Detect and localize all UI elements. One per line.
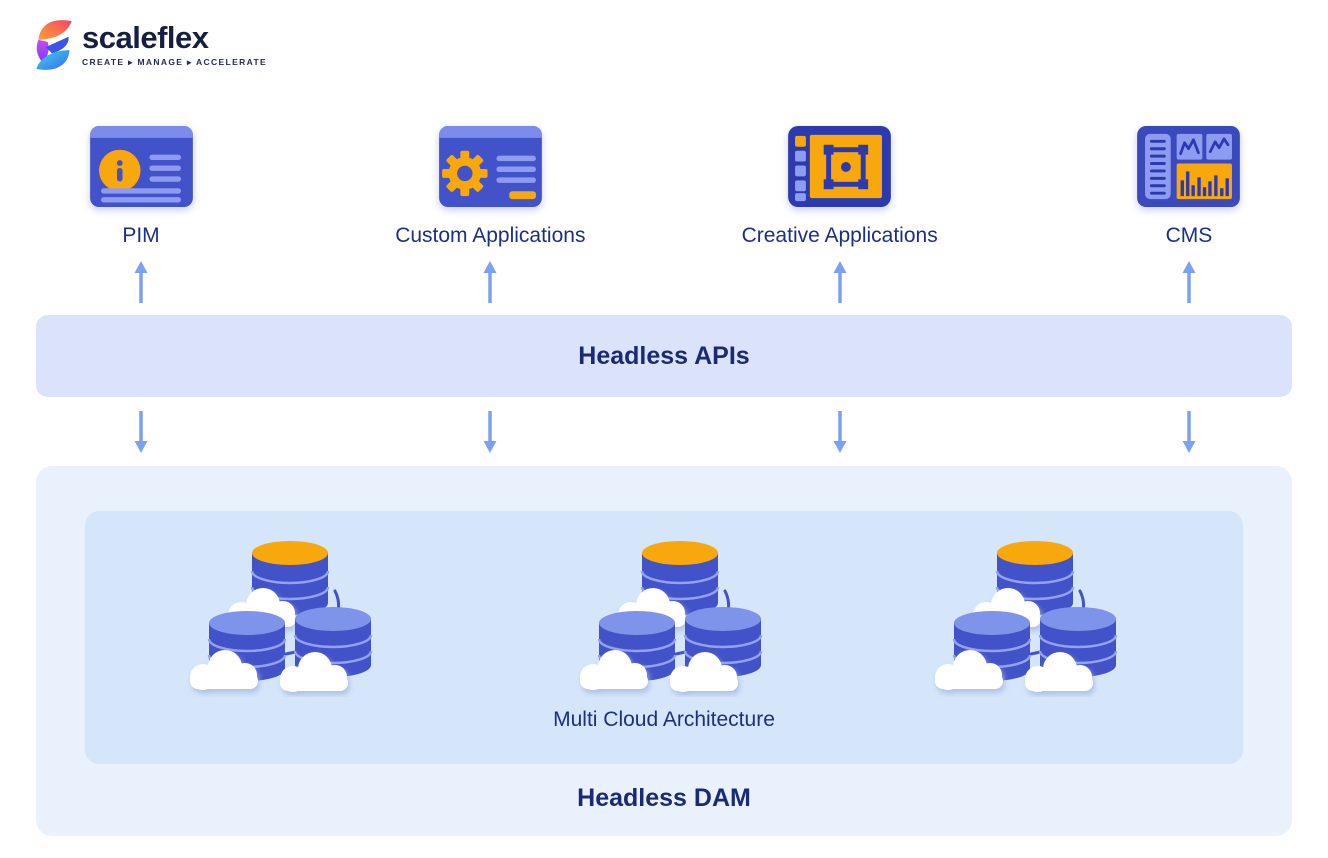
- multi-cloud-architecture-label: Multi Cloud Architecture: [553, 708, 775, 731]
- app-pim: PIM: [38, 126, 244, 248]
- scaleflex-logo-mark-icon: [36, 20, 72, 70]
- cloud-database-cluster-icon: [185, 529, 385, 697]
- app-cms: CMS: [1086, 126, 1292, 248]
- app-label: Creative Applications: [741, 224, 938, 247]
- cloud-database-cluster-icon: [930, 529, 1130, 697]
- multi-cloud-panel: Multi Cloud Architecture: [85, 511, 1243, 764]
- up-arrow-icon: [833, 261, 847, 303]
- up-arrow-icon: [1182, 261, 1196, 303]
- down-arrow-icon: [1182, 411, 1196, 453]
- headless-apis-bar: Headless APIs: [36, 315, 1292, 397]
- down-arrow-icon: [833, 411, 847, 453]
- creative-applications-icon: [788, 126, 892, 207]
- headless-dam-panel: Multi Cloud Architecture Headless DAM: [36, 466, 1292, 836]
- cloud-database-cluster-icon: [575, 529, 775, 697]
- app-icons-row: PIM: [38, 126, 1292, 248]
- pim-icon: [89, 126, 193, 207]
- cms-icon: [1137, 126, 1241, 207]
- app-label: Custom Applications: [395, 224, 586, 247]
- headless-apis-title: Headless APIs: [578, 341, 750, 370]
- up-arrow-icon: [134, 261, 148, 303]
- up-arrows-row: [38, 261, 1292, 303]
- down-arrows-row: [38, 411, 1292, 453]
- up-arrow-icon: [483, 261, 497, 303]
- scaleflex-logo: scaleflex CREATE ▸ MANAGE ▸ ACCELERATE: [33, 16, 267, 74]
- app-label: PIM: [122, 224, 160, 247]
- custom-applications-icon: [438, 126, 542, 207]
- down-arrow-icon: [134, 411, 148, 453]
- app-creative-applications: Creative Applications: [737, 126, 943, 248]
- brand-name: scaleflex: [82, 20, 209, 55]
- brand-tagline: CREATE ▸ MANAGE ▸ ACCELERATE: [82, 57, 268, 67]
- app-label: CMS: [1165, 224, 1213, 247]
- app-custom-applications: Custom Applications: [387, 126, 593, 248]
- headless-dam-title: Headless DAM: [577, 784, 751, 812]
- down-arrow-icon: [483, 411, 497, 453]
